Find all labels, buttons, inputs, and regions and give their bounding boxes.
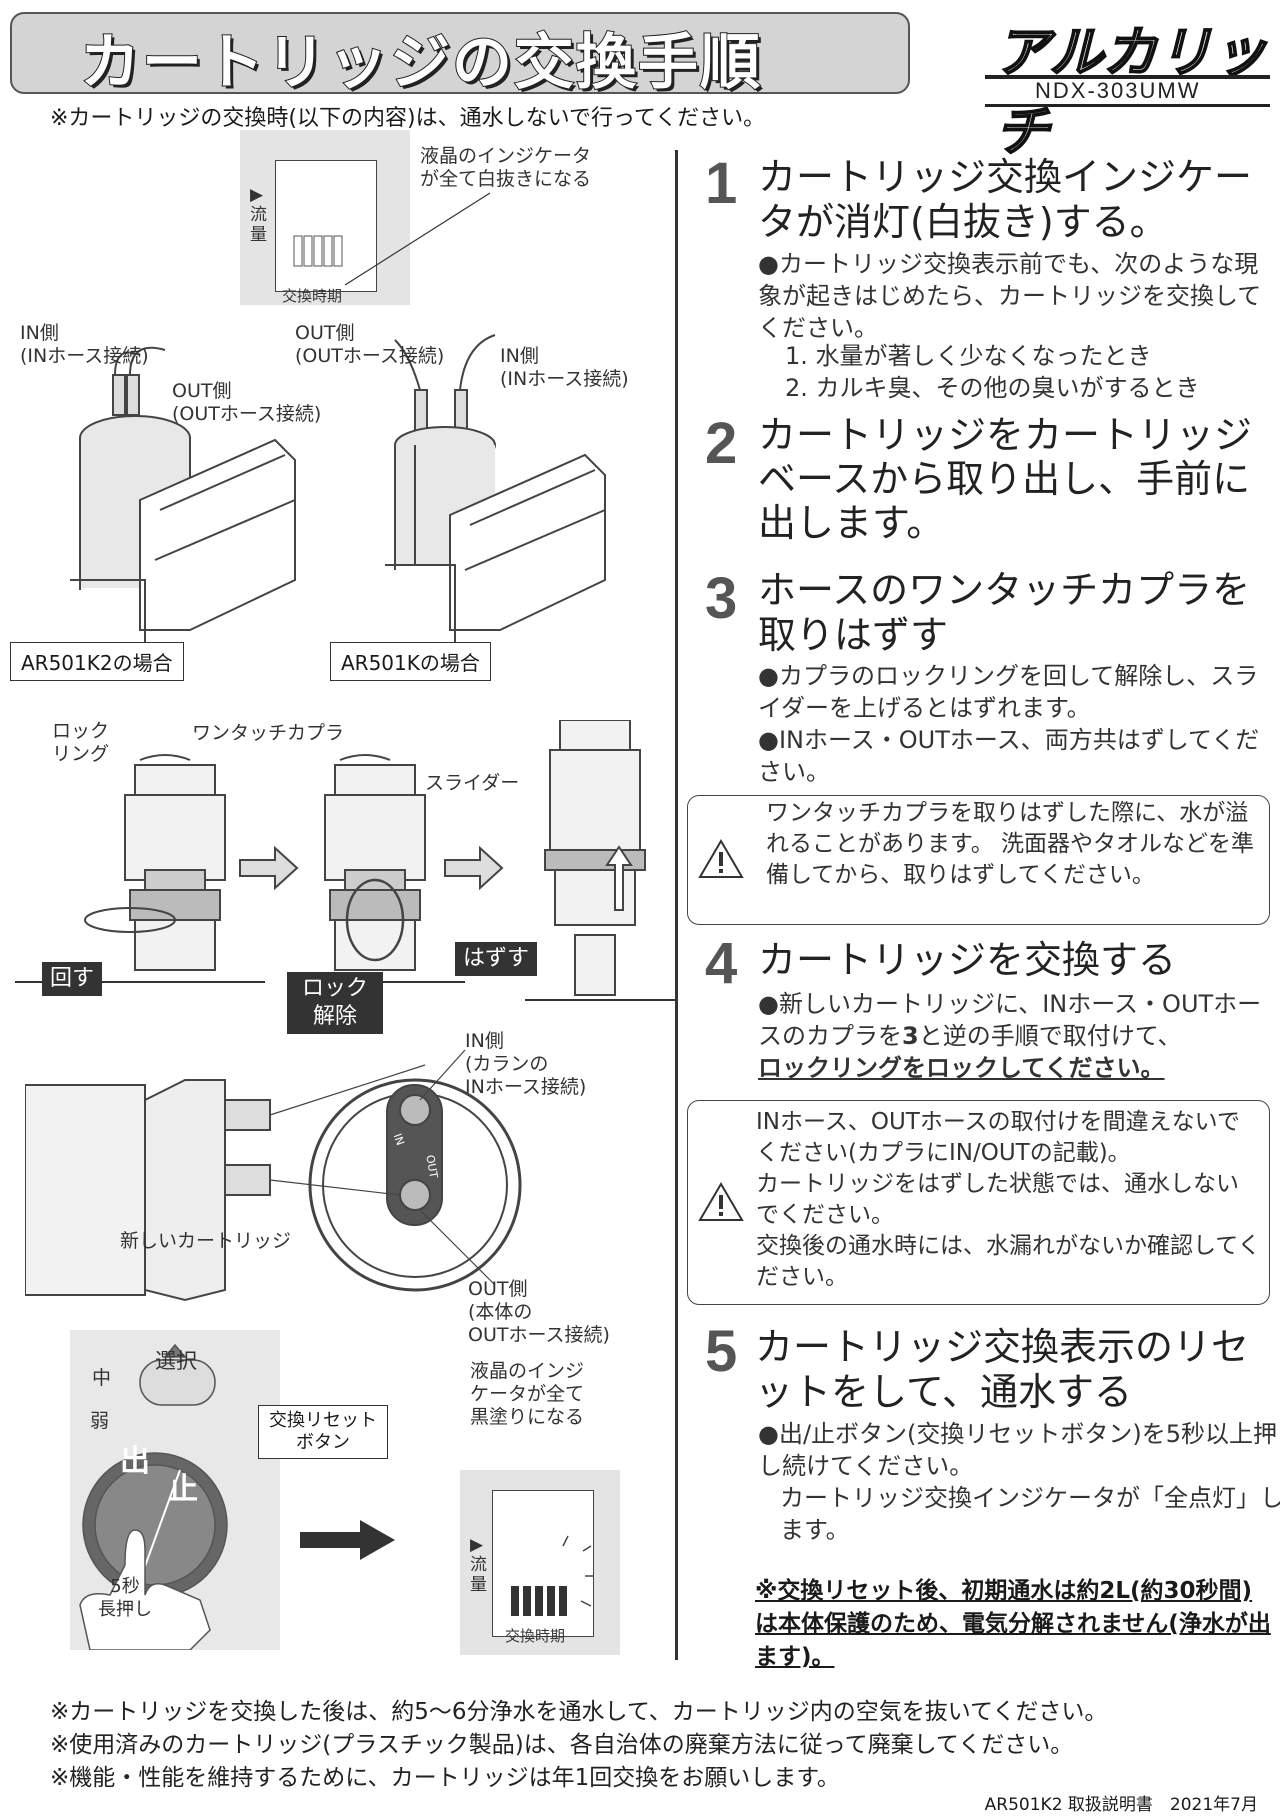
turn-label: 回す	[42, 962, 103, 996]
footer-note-3: ※機能・性能を維持するために、カートリッジは年1回交換をお願いします。	[50, 1765, 840, 1791]
reset-button-label: 交換リセット ボタン	[258, 1405, 388, 1459]
warning-box-1: ワンタッチカプラを取りはずした際に、水が溢れることがあります。 洗面器やタオルな…	[687, 795, 1270, 925]
cartridge-left-in-label: IN側 (INホース接続)	[20, 322, 149, 367]
reset-final-note: ※交換リセット後、初期通水は約2L(約30秒間)は本体保護のため、電気分解されま…	[755, 1578, 1271, 1670]
step-1-body: ●カートリッジ交換表示前でも、次のような現象が起きはじめたら、カートリッジを交換…	[758, 250, 1262, 342]
step-1-item-2: 2. カルキ臭、その他の臭いがするとき	[785, 374, 1200, 402]
cartridge-ar501k-illustration	[385, 334, 606, 660]
step-3-body-1: ●カプラのロックリングを回して解除し、スライダーを上げるとはずれます。	[758, 662, 1259, 722]
step-4-number: 4	[705, 931, 738, 996]
step-4-title: カートリッジを交換する	[758, 938, 1177, 982]
lcd-caption: 交換時期	[282, 287, 343, 305]
hold-5s-label: 5秒 長押し	[98, 1576, 152, 1620]
level-weak-label: 弱	[90, 1410, 110, 1432]
reset-button-illustration	[70, 1330, 280, 1650]
title-banner	[10, 12, 910, 94]
one-touch-coupler-label: ワンタッチカプラ	[192, 722, 345, 744]
step-2-title: カートリッジをカートリッジベースから取り出し、手前に出します。	[758, 413, 1253, 545]
new-cartridge-illustration	[25, 1049, 522, 1302]
lock-ring-label: ロック リング	[52, 720, 110, 765]
cartridge-ar501k2-illustration	[70, 346, 296, 660]
coupler-removal-illustration	[15, 720, 675, 1001]
step-4-body: ●新しいカートリッジに、INホース・OUTホースのカプラを3と逆の手順で取付けて…	[758, 990, 1262, 1082]
step-3-number: 3	[705, 566, 738, 631]
step-1-number: 1	[705, 151, 738, 216]
step-4-emphasis: ロックリングをロックしてください。	[758, 1054, 1165, 1082]
step-3-title: ホースのワンタッチカプラを取りはずす	[758, 568, 1251, 657]
step-3-body-2: ●INホース・OUTホース、両方共はずしてください。	[758, 726, 1260, 786]
warning-box-2: INホース、OUTホースの取付けを間違えないでください(カプラにIN/OUTの記…	[687, 1100, 1270, 1305]
lcd-note: 液晶のインジケータ が全て白抜きになる	[420, 145, 592, 190]
lcd-flow-label: ▶ 流 量	[250, 185, 267, 245]
step-5-number: 5	[705, 1319, 738, 1384]
out-stop-button-stop: 止	[168, 1472, 198, 1507]
lcd-display-full	[460, 1470, 620, 1655]
cartridge-left-out-label: OUT側 (OUTホース接続)	[172, 380, 322, 425]
warning-text-2: INホース、OUTホースの取付けを間違えないでください(カプラにIN/OUTの記…	[756, 1109, 1261, 1290]
divider	[985, 75, 1270, 79]
new-cart-out-label: OUT側 (本体の OUTホース接続)	[468, 1278, 610, 1346]
step-1-title: カートリッジ交換インジケータが消灯(白抜き)する。	[758, 155, 1253, 244]
footer-note-1: ※カートリッジを交換した後は、約5～6分浄水を通水して、カートリッジ内の空気を抜…	[50, 1699, 1108, 1725]
cartridge-right-out-label: OUT側 (OUTホース接続)	[295, 322, 445, 367]
select-button-label: 選択	[155, 1349, 197, 1373]
caution-subnote: ※カートリッジの交換時(以下の内容)は、通水しないで行ってください。	[50, 106, 766, 131]
arrow-right-icon	[300, 1520, 395, 1560]
out-stop-button-out: 出	[120, 1444, 150, 1479]
new-cart-out-mark: OUT	[423, 1153, 441, 1180]
document-caption: AR501K2 取扱説明書 2021年7月	[984, 1795, 1258, 1815]
lcd-display-empty	[240, 130, 410, 305]
leader-line	[344, 192, 491, 286]
footer-note-2: ※使用済みのカートリッジ(プラスチック製品)は、各自治体の廃棄方法に従って廃棄し…	[50, 1732, 1074, 1758]
slider-label: スライダー	[425, 772, 520, 794]
caption-ar501k: AR501Kの場合	[330, 642, 491, 681]
divider	[985, 104, 1270, 107]
warning-icon	[698, 1182, 744, 1221]
step-5-body-1: ●出/止ボタン(交換リセットボタン)を5秒以上押し続けてください。	[758, 1420, 1278, 1480]
model-number: NDX-303UMW	[1035, 78, 1201, 103]
step-2-number: 2	[705, 411, 738, 476]
new-cart-label: 新しいカートリッジ	[120, 1230, 292, 1252]
step-1-item-1: 1. 水量が著しく少なくなったとき	[785, 342, 1152, 370]
reset-lcd-caption: 交換時期	[505, 1627, 566, 1645]
step-5-body-2: カートリッジ交換インジケータが「全点灯」します。	[780, 1484, 1280, 1544]
brand-logo: アルカリッチ	[994, 20, 1268, 164]
indicator-full-icon	[511, 1535, 593, 1616]
remove-label: はずす	[455, 942, 538, 976]
new-cart-in-label: IN側 (カランの INホース接続)	[465, 1030, 587, 1098]
indicator-empty-icon	[293, 235, 343, 267]
cartridge-right-in-label: IN側 (INホース接続)	[500, 345, 629, 390]
level-mid-label: 中	[92, 1367, 112, 1389]
unlock-label: ロック 解除	[287, 972, 383, 1034]
reset-lcd-flow: ▶ 流 量	[470, 1535, 487, 1595]
warning-icon	[698, 839, 744, 878]
warning-text-1: ワンタッチカプラを取りはずした際に、水が溢れることがあります。 洗面器やタオルな…	[766, 800, 1255, 888]
step-5-title: カートリッジ交換表示のリセットをして、通水する	[755, 1325, 1250, 1414]
page-title: カートリッジの交換手順	[79, 27, 762, 99]
column-divider	[675, 150, 678, 1660]
reset-lcd-note: 液晶のインジ ケータが全て 黒塗りになる	[470, 1360, 585, 1428]
caption-ar501k2: AR501K2の場合	[10, 642, 184, 681]
